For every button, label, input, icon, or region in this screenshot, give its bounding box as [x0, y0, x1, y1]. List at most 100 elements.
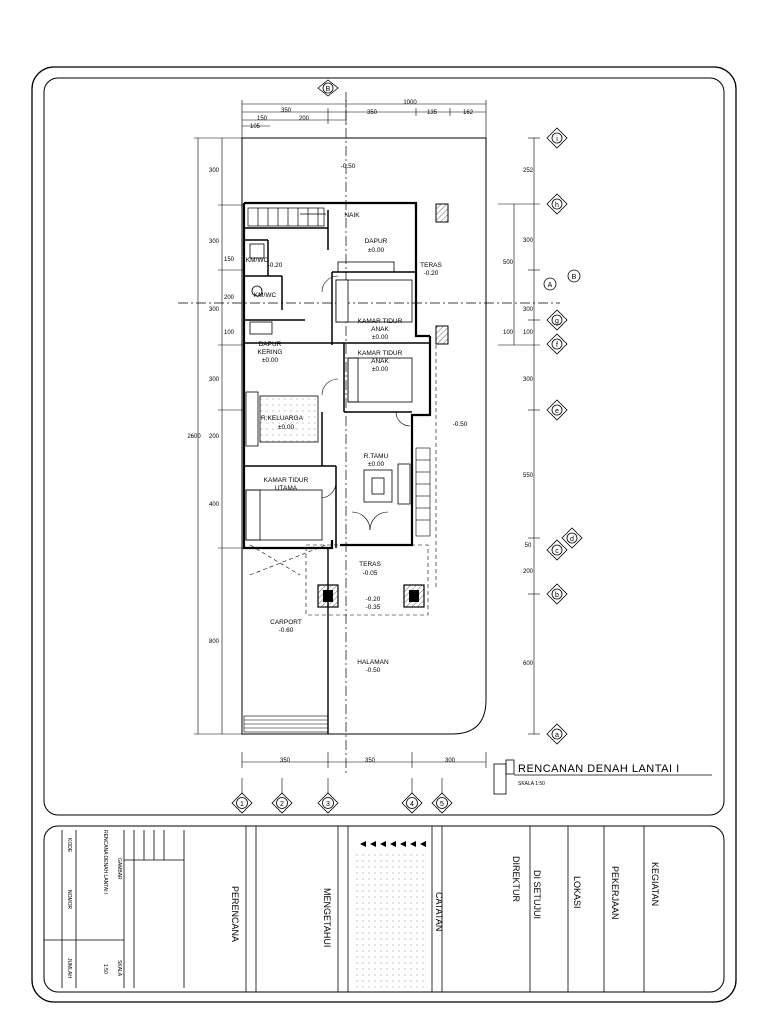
tb-direktur: DIREKTUR — [511, 856, 521, 903]
dim-left-5: 300 — [209, 307, 220, 313]
dim-right-7: 300 — [523, 377, 534, 383]
top-dimensions — [241, 100, 487, 140]
dim-right-5: 100 — [503, 330, 514, 336]
svg-text:i: i — [556, 136, 558, 143]
doors — [321, 275, 411, 531]
room-r-keluarga-level: ±0.00 — [278, 424, 295, 431]
level-035: -0.35 — [366, 604, 381, 611]
grid-row-f: f — [546, 333, 568, 355]
grid-row-b: b — [546, 583, 568, 605]
stairs — [247, 207, 326, 227]
room-dapur-kering-level: ±0.00 — [262, 357, 279, 364]
dim-bot-b: 350 — [365, 758, 376, 764]
grid-row-a: a — [546, 723, 568, 745]
svg-text:a: a — [555, 732, 559, 739]
room-dapur-kering: DAPUR — [259, 341, 282, 348]
tb-skala-val: 1:50 — [102, 964, 108, 974]
dim-top-b: 350 — [367, 110, 378, 116]
room-teras-side: TERAS — [420, 262, 442, 269]
dim-right-6: 100 — [523, 330, 534, 336]
titleblock-frame — [43, 825, 725, 993]
svg-text:3: 3 — [326, 801, 330, 808]
svg-text:e: e — [555, 408, 559, 415]
grid-col-4: 4 — [401, 778, 423, 814]
dim-left-10: 800 — [209, 639, 220, 645]
svg-text:f: f — [556, 342, 558, 349]
house-walls — [242, 201, 432, 550]
svg-text:4: 4 — [410, 801, 414, 808]
room-r-tamu: R.TAMU — [364, 453, 389, 460]
bottom-dimensions — [241, 752, 487, 768]
axis-lines — [178, 92, 560, 775]
dim-right-1: 252 — [523, 168, 534, 174]
tb-lokasi: LOKASI — [572, 876, 582, 909]
room-carport-level: -0.60 — [279, 627, 294, 634]
room-kmwc-top-level: -0.20 — [268, 262, 283, 269]
svg-text:h: h — [555, 202, 559, 209]
dim-bot-c: 300 — [445, 758, 456, 764]
room-ktidur-anak2: KAMAR TIDUR — [358, 350, 403, 357]
dim-top-total: 1000 — [403, 100, 417, 106]
tb-kegiatan: KEGIATAN — [650, 862, 660, 906]
room-ktidur-utama-b: UTAMA — [275, 485, 298, 492]
grid-row-g: g — [546, 309, 568, 331]
dim-right-10: 200 — [523, 569, 534, 575]
dim-left-2: 300 — [209, 239, 220, 245]
svg-text:A: A — [548, 282, 553, 289]
tb-gambar-val: RENCANA DENAH LANTAI I — [102, 830, 108, 894]
room-ktidur-anak1-level: ±0.00 — [372, 334, 389, 341]
grid-bubbles: B A B 1 2 3 4 — [231, 79, 583, 814]
tb-skala: SKALA — [116, 960, 122, 977]
svg-text:5: 5 — [440, 801, 444, 808]
furniture — [245, 243, 413, 541]
grid-row-h: h — [546, 193, 568, 215]
level-top: -0.50 — [341, 163, 356, 170]
interior-walls — [244, 210, 430, 548]
dim-left-3: 150 — [224, 257, 235, 263]
dim-left-9: 400 — [209, 502, 220, 508]
dim-right-9: 50 — [525, 543, 532, 549]
grid-col-3: 3 — [317, 778, 339, 814]
tb-nomor: NOMOR — [66, 890, 72, 910]
grid-row-d: d — [561, 527, 583, 549]
room-teras-side-level: -0.20 — [424, 270, 439, 277]
dim-top-f: 200 — [299, 116, 310, 122]
room-dapur-level: ±0.00 — [368, 247, 385, 254]
dim-left-total: 2600 — [187, 434, 201, 440]
room-kmwc: KM/WC — [254, 292, 277, 299]
grid-row-c: c — [546, 539, 568, 561]
svg-text:1: 1 — [240, 801, 244, 808]
room-dapur: DAPUR — [365, 238, 388, 245]
dim-left-8: 200 — [209, 434, 220, 440]
grid-col-5: 5 — [431, 778, 453, 814]
level-020: -0.20 — [366, 596, 381, 603]
tb-kode: KODE — [66, 838, 72, 853]
room-ktidur-anak2-level: ±0.00 — [372, 366, 389, 373]
room-r-keluarga: R.KELUARGA — [261, 415, 304, 422]
drawing-title: RENCANAN DENAH LANTAI I SKALA 1:50 — [493, 759, 712, 795]
label-naik: NAIK — [344, 212, 360, 219]
level-side: -0.50 — [453, 421, 468, 428]
room-halaman-level: -0.50 — [366, 667, 381, 674]
site-boundary — [241, 137, 487, 735]
room-labels: DAPUR ±0.00 TERAS -0.20 NAIK KM/WC -0.20… — [246, 163, 468, 674]
dim-left-7: 300 — [209, 377, 220, 383]
dim-left-1: 300 — [209, 168, 220, 174]
outer-border — [31, 66, 737, 1003]
tb-jumlah: JUMLAH — [66, 958, 72, 978]
grid-bubble-a: A B — [543, 269, 581, 291]
drawing-title-text: RENCANAN DENAH LANTAI I — [518, 763, 680, 775]
dim-top-a: 350 — [281, 108, 292, 114]
grid-bubble-top: B — [317, 79, 339, 97]
titleblock-grid — [44, 826, 645, 992]
room-halaman: HALAMAN — [357, 659, 389, 666]
grid-col-1: 1 — [231, 778, 253, 814]
room-kmwc-top: KM/WC — [246, 257, 269, 264]
svg-text:B: B — [572, 274, 577, 281]
room-ktidur-anak2-b: ANAK — [371, 358, 389, 365]
room-r-tamu-level: ±0.00 — [368, 461, 385, 468]
room-ktidur-anak1: KAMAR TIDUR — [358, 318, 403, 325]
room-dapur-kering-b: KERING — [258, 349, 283, 356]
tb-perencana: PERENCANA — [230, 886, 240, 942]
